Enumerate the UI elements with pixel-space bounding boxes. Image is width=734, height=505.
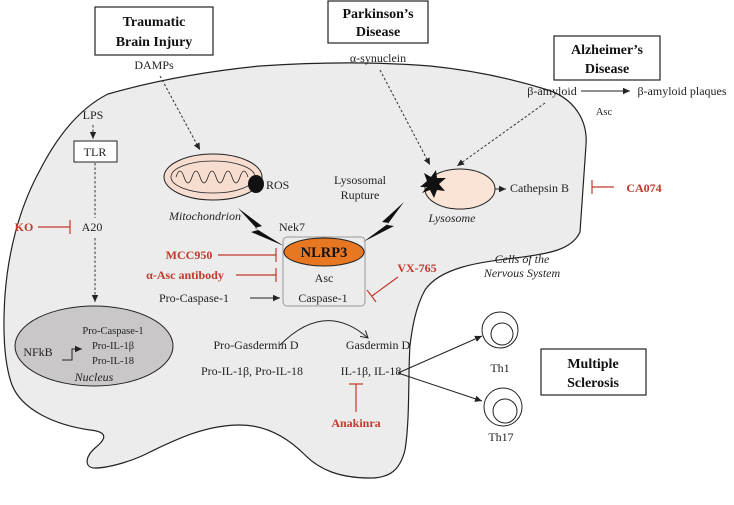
- ca074-inhibition-line: [591, 180, 614, 194]
- alpha-synuclein-label: α-synuclein: [350, 51, 406, 65]
- asc-label: Asc: [315, 271, 334, 285]
- beta-amyloid-label: β-amyloid: [527, 84, 576, 98]
- th17-label: Th17: [488, 430, 513, 444]
- anakinra-inhibition-line: [349, 383, 363, 412]
- damps-label: DAMPs: [134, 58, 174, 72]
- cells-label-line2: Nervous System: [483, 266, 561, 280]
- tlr-label: TLR: [84, 145, 107, 159]
- alzheimers-label-line2: Disease: [585, 62, 629, 77]
- ms-label-line2: Sclerosis: [567, 376, 619, 391]
- lysosomal-rupture-line2: Rupture: [341, 188, 380, 202]
- transcription-arrow: [62, 345, 82, 361]
- cathepsin-b-label: Cathepsin B: [510, 181, 569, 195]
- pro-il-label: Pro-IL-1β, Pro-IL-18: [201, 364, 303, 378]
- parkinsons-label-line1: Parkinson’s: [342, 7, 414, 22]
- ros-marker-icon: [248, 175, 264, 193]
- lightning-bolt-icon: [363, 202, 404, 242]
- mcc950-inhibition-line: [218, 248, 277, 262]
- nucleus: [14, 305, 174, 387]
- gasdermin-cleavage-arrow: [279, 320, 368, 346]
- tbi-label-line2: Brain Injury: [116, 35, 193, 50]
- pro-gasdermin-d-label: Pro-Gasdermin D: [214, 338, 299, 352]
- parkinsons-label-line2: Disease: [356, 25, 400, 40]
- nlrp3-label: NLRP3: [301, 245, 348, 261]
- nucleus-gene-3: Pro-IL-18: [92, 356, 134, 367]
- nucleus-gene-2: Pro-IL-1β: [92, 341, 134, 352]
- tbi-box: [94, 6, 214, 56]
- beta-amyloid-plaques-label: β-amyloid plaques: [637, 84, 726, 98]
- tlr-box: [73, 140, 118, 163]
- nfkb-label: NFkB: [23, 345, 52, 359]
- ko-inhibition-line: [38, 220, 71, 234]
- lysosomal-rupture-line1: Lysosomal: [334, 173, 387, 187]
- nlrp3-complex: [283, 237, 365, 267]
- damps-to-mitochondrion-arrow: [159, 75, 201, 151]
- lightning-bolt-icon: [238, 208, 284, 246]
- mitochondrion-label: Mitochondrion: [168, 209, 241, 223]
- mitochondrion-icon: [163, 153, 263, 201]
- anakinra-label: Anakinra: [331, 416, 380, 430]
- alzheimers-box: [553, 35, 661, 81]
- caspase1-label: Caspase-1: [298, 291, 347, 305]
- a20-label: A20: [82, 220, 103, 234]
- ms-label-line1: Multiple: [567, 357, 618, 372]
- nucleus-label: Nucleus: [74, 370, 114, 384]
- gasdermin-d-label: Gasdermin D: [346, 338, 411, 352]
- ms-box: [540, 348, 647, 396]
- inflammasome-box: [282, 236, 366, 307]
- il-to-th17-arrow: [397, 372, 483, 402]
- il-to-th1-arrow: [397, 335, 483, 374]
- vx765-inhibition-line: [366, 276, 399, 303]
- lps-label: LPS: [83, 108, 104, 122]
- ko-label: KO: [15, 220, 34, 234]
- rupture-burst-icon: [420, 170, 446, 198]
- parkinsons-box: [327, 0, 429, 44]
- pro-caspase1-label: Pro-Caspase-1: [159, 291, 229, 305]
- alzheimers-label-line1: Alzheimer’s: [571, 43, 644, 58]
- ca074-label: CA074: [626, 181, 661, 195]
- alpha-asc-antibody-label: α-Asc antibody: [146, 268, 224, 282]
- alpha-asc-inhibition-line: [236, 268, 277, 282]
- ros-label: ROS: [266, 178, 289, 192]
- th1-label: Th1: [490, 361, 509, 375]
- tbi-label-line1: Traumatic: [123, 15, 186, 30]
- asc-upper-label: Asc: [596, 107, 613, 118]
- il-label: IL-1β, IL-18: [341, 364, 402, 378]
- vx765-label: VX-765: [397, 261, 436, 275]
- mcc950-label: MCC950: [166, 248, 213, 262]
- nek7-label: Nek7: [279, 220, 305, 234]
- lysosome-label: Lysosome: [428, 211, 477, 225]
- amyloid-plaques-to-lysosome-arrow: [456, 102, 546, 167]
- nucleus-gene-1: Pro-Caspase-1: [82, 326, 143, 337]
- cells-label-line1: Cells of the: [495, 252, 550, 266]
- th1-cell-icon: [481, 311, 519, 349]
- th17-cell-icon: [483, 387, 523, 427]
